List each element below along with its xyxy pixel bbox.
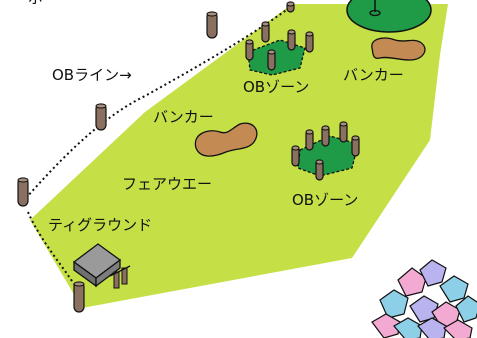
post-8 [287, 29, 296, 51]
top-partial-label: ボー [28, 0, 58, 6]
post-3 [17, 177, 29, 207]
post-1 [206, 11, 218, 39]
post-13 [339, 121, 348, 143]
post-11 [305, 129, 314, 151]
post-6 [245, 39, 254, 61]
fairway-area [30, 4, 448, 308]
bunker-top [371, 37, 426, 61]
flower-bush [371, 259, 477, 338]
post-15 [291, 145, 300, 167]
ob-zone-mid-label: OBゾーン [292, 191, 359, 209]
ob-line [25, 5, 293, 199]
post-2 [95, 103, 107, 131]
tee-marker [72, 243, 131, 289]
ob-line-lower [27, 211, 79, 291]
post-12 [321, 125, 330, 147]
post-9 [305, 31, 314, 53]
post-group [17, 1, 360, 313]
post-7 [267, 49, 276, 71]
post-4 [73, 281, 85, 313]
ob-zone-top-label: OBゾーン [243, 78, 310, 96]
post-16 [315, 159, 324, 181]
bunker-mid [194, 122, 258, 157]
green [346, 0, 432, 33]
tee-ground-label: ティグラウンド [48, 216, 153, 234]
ob-line-label: OBライン→ [52, 66, 132, 84]
post-14 [351, 135, 360, 157]
fairway-label: フェアウエー [122, 175, 213, 193]
post-10 [286, 1, 295, 13]
bunker-top-label: バンカー [343, 66, 404, 84]
post-5 [261, 21, 270, 43]
bunker-mid-label: バンカー [153, 108, 214, 126]
hole-cup [369, 9, 381, 17]
